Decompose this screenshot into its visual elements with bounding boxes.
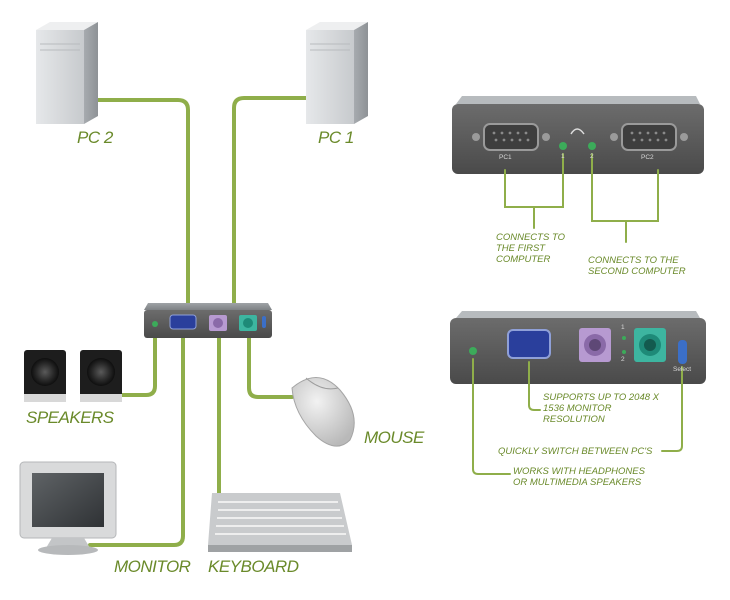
rear-vga-pc2 [621,123,677,151]
port-label-pc2: PC2 [641,154,654,161]
label-monitor: MONITOR [114,557,191,576]
label-keyboard: KEYBOARD [208,557,299,576]
cable-pc1 [232,96,308,308]
kvm-vga-port [169,314,197,330]
front-vga-port [507,329,551,359]
pc2-tower [36,22,98,124]
callout-resolution: SUPPORTS UP TO 2048 x 1536 MONITOR RESOL… [543,392,659,425]
cable-mouse [247,336,294,399]
callout-audio: WORKS WITH HEADPHONES OR MULTIMEDIA SPEA… [513,466,645,488]
callout-second-computer: CONNECTS TO THE SECOND COMPUTER [588,255,686,277]
audio-label-1: 1 [561,153,565,160]
cables [88,96,308,547]
speakers-device [24,350,122,402]
front-panel [450,311,706,384]
led-label-1: 1 [621,324,625,331]
kvm-select-button [262,316,266,328]
select-label: Select [673,366,692,373]
port-label-pc1: PC1 [499,154,512,161]
label-pc2: PC 2 [77,128,113,147]
cable-monitor [88,336,185,547]
cable-speakers [118,336,157,397]
cable-pc2 [94,98,190,308]
label-pc1: PC 1 [318,128,354,147]
select-button [678,340,687,364]
led-2 [622,350,626,354]
kvm-switch [144,303,272,338]
front-callouts [472,358,683,475]
mouse-device [291,377,355,447]
label-mouse: MOUSE [364,428,424,447]
led-1 [622,336,626,340]
rear-vga-pc1 [483,123,539,151]
keyboard-device [208,493,352,552]
headphone-icon [570,128,585,135]
led-label-2: 2 [621,356,625,363]
rear-callouts [504,153,659,243]
front-audio-jack [469,347,477,355]
kvm-audio-jack [152,321,158,327]
rear-audio-2 [588,142,596,150]
monitor-device [19,461,117,555]
audio-label-2: 2 [590,153,594,160]
pc1-tower [306,22,368,124]
rear-audio-1 [559,142,567,150]
callout-first-computer: CONNECTS TO THE FIRST COMPUTER [496,232,565,265]
rear-panel [452,96,704,174]
label-speakers: SPEAKERS [26,408,114,427]
callout-switch: QUICKLY SWITCH BETWEEN PC'S [498,446,653,457]
